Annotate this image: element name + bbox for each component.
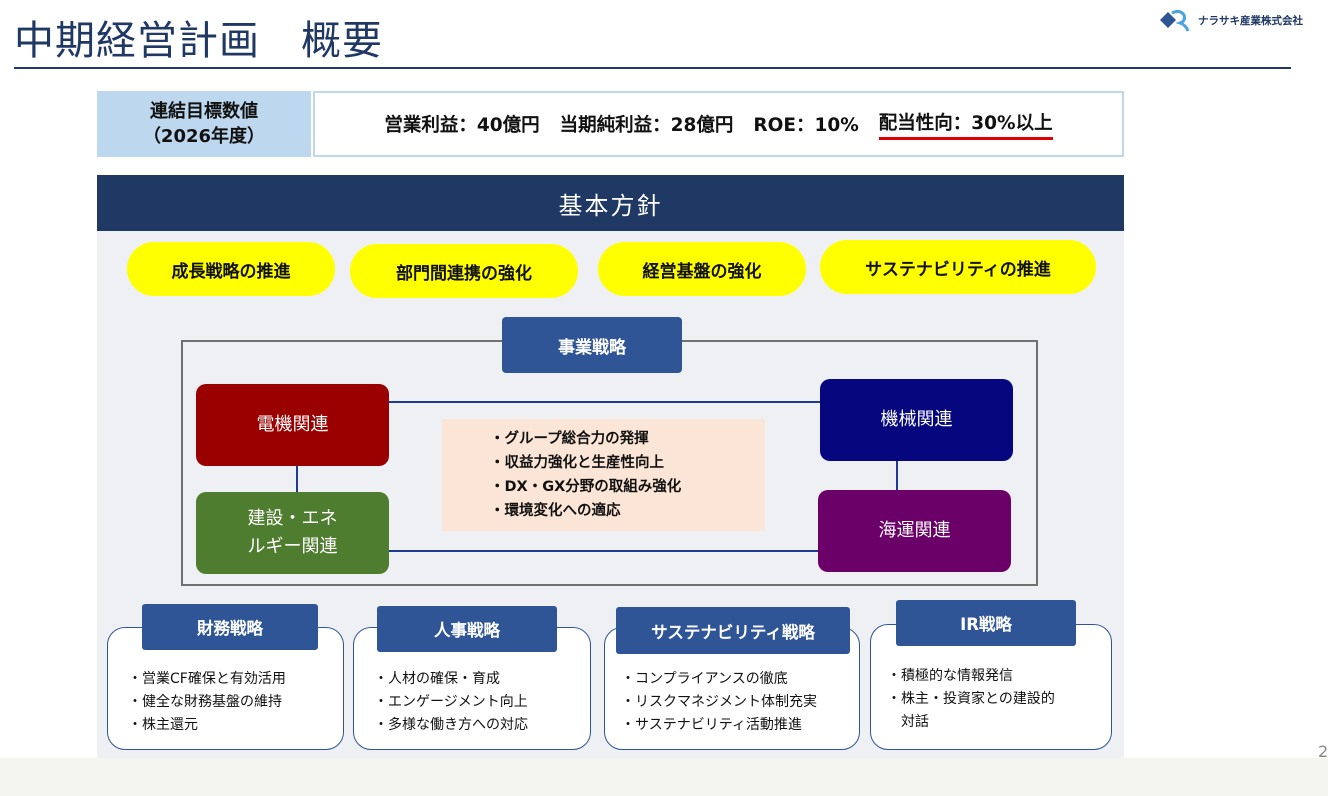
roe-target: ROE：10% bbox=[753, 115, 859, 136]
strategy-item: ・コンプライアンスの徹底 bbox=[621, 671, 788, 687]
page-number: 2 bbox=[1318, 742, 1328, 761]
target-values: 営業利益：40億円 当期純利益：28億円 ROE：10% 配当性向：30%以上 bbox=[313, 91, 1124, 157]
company-logo-icon bbox=[1160, 9, 1190, 32]
ir-strategy-title: IR戦略 bbox=[896, 600, 1076, 646]
page-title: 中期経営計画 概要 bbox=[14, 18, 383, 64]
segment-construction-energy: 建設・エネ ルギー関連 bbox=[196, 492, 389, 574]
operating-profit-target: 営業利益：40億円 bbox=[384, 115, 540, 136]
connector-top bbox=[388, 401, 822, 403]
policy-pill-collaboration: 部門間連携の強化 bbox=[350, 244, 578, 298]
focus-item: ・環境変化への適応 bbox=[490, 503, 621, 519]
hr-strategy-title: 人事戦略 bbox=[377, 606, 557, 652]
strategy-item: ・エンゲージメント向上 bbox=[374, 694, 528, 710]
policy-pill-growth: 成長戦略の推進 bbox=[127, 242, 335, 296]
focus-item: ・グループ総合力の発揮 bbox=[490, 431, 649, 447]
logo-text: ナラサキ産業株式会社 bbox=[1198, 14, 1303, 27]
strategy-item: ・営業CF確保と有効活用 bbox=[128, 671, 286, 687]
target-label-year: （2026年度） bbox=[142, 126, 266, 147]
bottom-strip bbox=[0, 758, 1328, 796]
strategy-item: ・株主還元 bbox=[128, 717, 198, 733]
title-divider bbox=[14, 67, 1291, 69]
sustainability-strategy-title: サステナビリティ戦略 bbox=[616, 607, 850, 654]
connector-left bbox=[296, 465, 298, 493]
segment-marine: 海運関連 bbox=[818, 490, 1011, 572]
strategy-item: ・健全な財務基盤の維持 bbox=[128, 694, 282, 710]
business-strategy-title: 事業戦略 bbox=[502, 317, 682, 373]
policy-title: 基本方針 bbox=[97, 175, 1124, 231]
strategy-item: ・多様な働き方への対応 bbox=[374, 717, 528, 733]
focus-item: ・収益力強化と生産性向上 bbox=[490, 455, 664, 471]
business-focus-box: ・グループ総合力の発揮 ・収益力強化と生産性向上 ・DX・GX分野の取組み強化 … bbox=[442, 419, 765, 531]
policy-pill-foundation: 経営基盤の強化 bbox=[598, 242, 806, 296]
connector-bottom bbox=[388, 550, 820, 552]
segment-machinery: 機械関連 bbox=[820, 379, 1013, 461]
focus-item: ・DX・GX分野の取組み強化 bbox=[490, 479, 682, 495]
strategy-item: ・株主・投資家との建設的 対話 bbox=[887, 691, 1055, 730]
policy-pill-sustainability: サステナビリティの推進 bbox=[820, 240, 1096, 294]
payout-ratio-target: 配当性向：30%以上 bbox=[878, 109, 1053, 140]
strategy-item: ・人材の確保・育成 bbox=[374, 671, 500, 687]
strategy-item: ・サステナビリティ活動推進 bbox=[621, 717, 802, 733]
target-label-main: 連結目標数値 bbox=[150, 101, 258, 122]
segment-electric: 電機関連 bbox=[196, 384, 389, 466]
connector-right bbox=[896, 460, 898, 490]
company-logo: ナラサキ産業株式会社 bbox=[1158, 6, 1326, 34]
finance-strategy-title: 財務戦略 bbox=[142, 604, 318, 650]
net-profit-target: 当期純利益：28億円 bbox=[559, 115, 734, 136]
target-label: 連結目標数値 （2026年度） bbox=[97, 91, 311, 157]
strategy-item: ・積極的な情報発信 bbox=[887, 668, 1013, 684]
strategy-item: ・リスクマネジメント体制充実 bbox=[621, 694, 817, 710]
